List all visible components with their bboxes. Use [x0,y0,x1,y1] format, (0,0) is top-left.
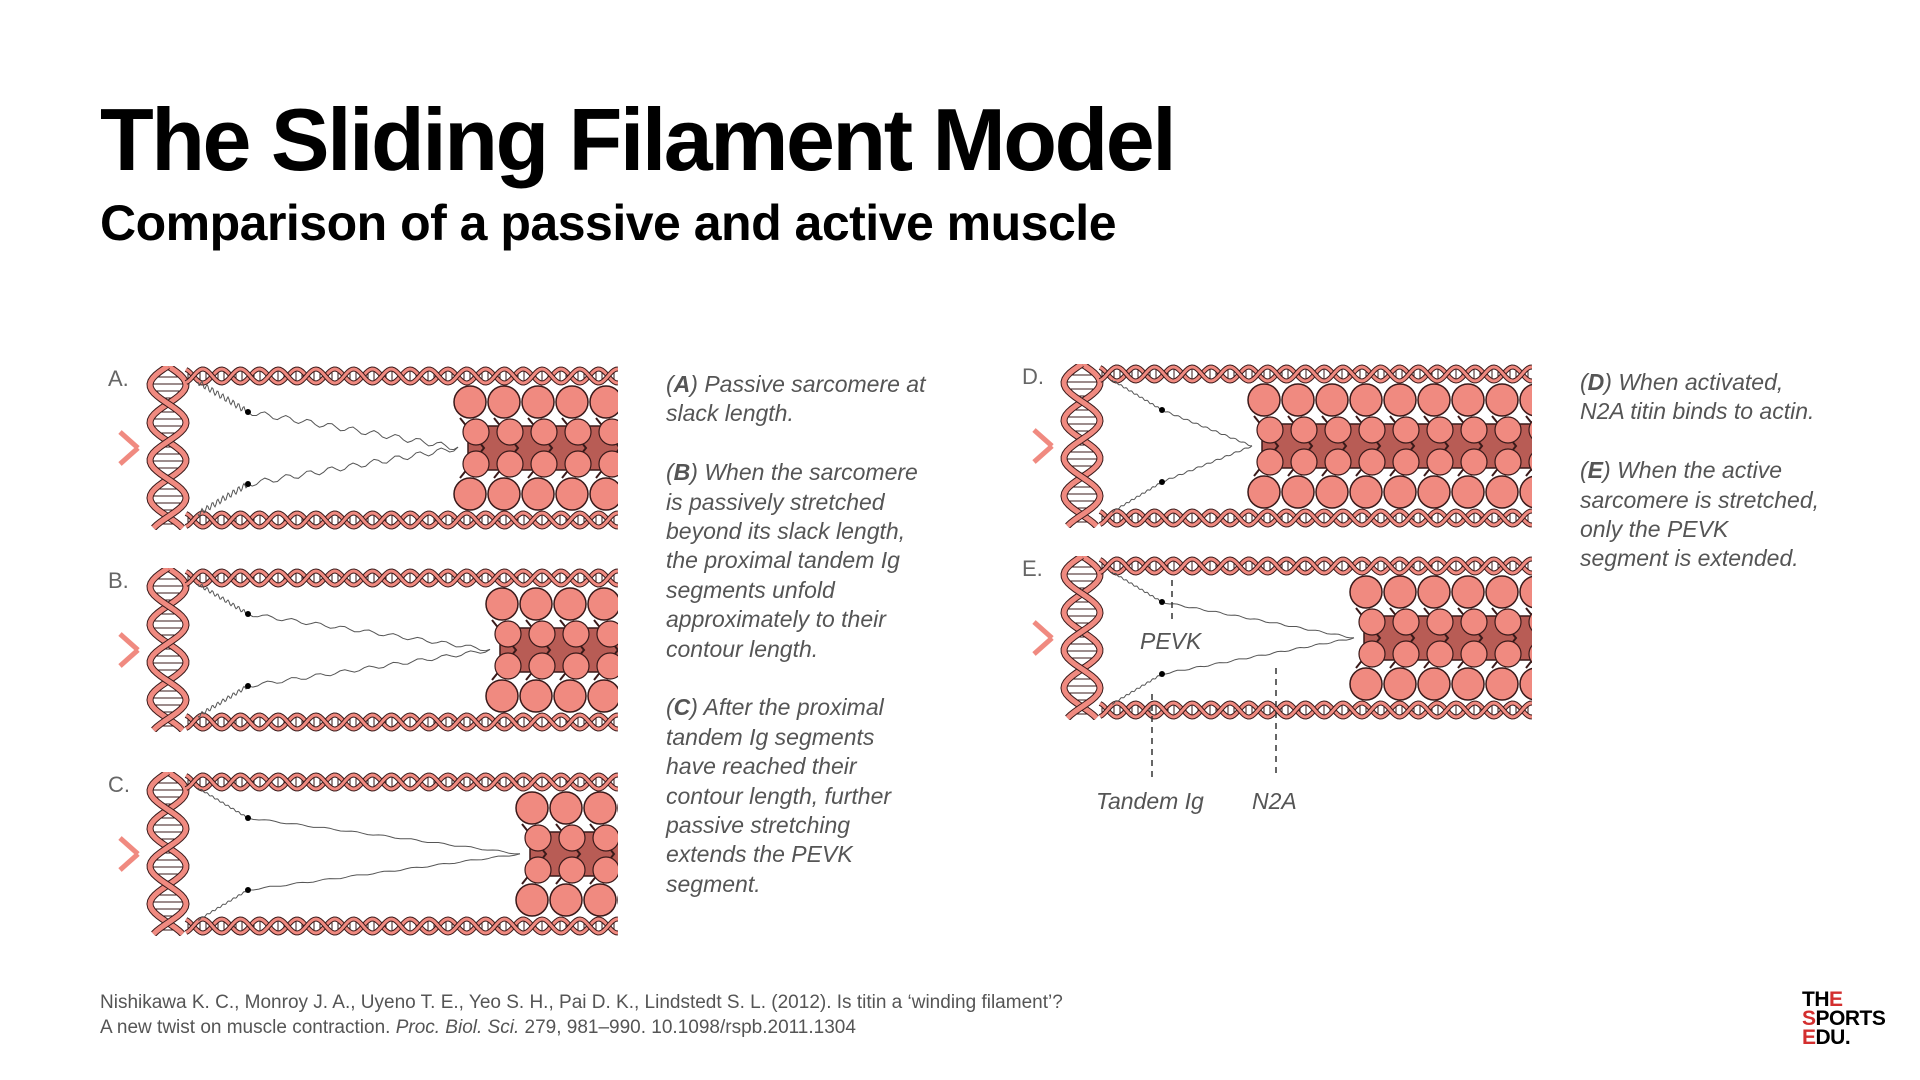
z-disc [118,366,190,530]
annotation-n2a: N2A [1252,788,1297,814]
thick-filament [515,791,618,917]
citation: Nishikawa K. C., Monroy J. A., Uyeno T. … [100,990,1063,1040]
panel-label: A. [108,366,129,391]
thick-filament [453,385,618,511]
brand-logo: THE SPORTS EDU. [1802,988,1886,1049]
annotation-tandem-ig: Tandem Ig [1096,788,1204,814]
thin-filament-bottom [184,916,618,936]
thin-filament-top [184,366,618,386]
z-disc [1032,556,1104,720]
description-a: (A) Passive sarcomere at slack length. [666,371,926,427]
z-disc [118,772,190,936]
thin-filament-bottom [184,712,618,732]
thick-filament [1349,575,1532,701]
titin [1111,379,1253,513]
titin [197,583,491,719]
thin-filament-bottom [184,510,618,530]
description-left: (A) Passive sarcomere at slack length. (B… [666,370,926,929]
z-disc [1032,364,1104,528]
sarcomere-svg [1032,364,1532,528]
titin [197,380,459,518]
thick-filament [1247,383,1532,509]
thin-filament-top [1098,364,1532,384]
sarcomere-svg [118,568,618,732]
panel-label: D. [1022,364,1044,389]
thin-filament-bottom [1098,508,1532,528]
thick-filament [485,587,618,713]
annotation-pevk: PEVK [1140,628,1202,654]
panel-label: E. [1022,556,1043,581]
description-e: (E) When the active sarcomere is stretch… [1580,457,1820,572]
thin-filament-top [184,568,618,588]
citation-line-2: A new twist on muscle contraction. Proc.… [100,1017,856,1038]
sarcomere-svg [118,772,618,936]
description-c: (C) After the proximal tandem Ig segment… [666,694,892,897]
description-right: (D) When activated, N2A titin binds to a… [1580,368,1820,603]
description-b: (B) When the sarcomere is passively stre… [666,459,918,662]
sarcomere-svg [118,366,618,530]
thin-filament-top [1098,556,1532,576]
slide-subtitle: Comparison of a passive and active muscl… [100,195,1117,251]
slide-title: The Sliding Filament Model [100,90,1177,189]
panel-label: C. [108,772,130,797]
titin [1111,571,1355,705]
panel-label: B. [108,568,129,593]
sarcomere-svg [1032,556,1532,720]
thin-filament-bottom [1098,700,1532,720]
titin [197,787,521,921]
citation-line-1: Nishikawa K. C., Monroy J. A., Uyeno T. … [100,992,1063,1013]
z-disc [118,568,190,732]
thin-filament-top [184,772,618,792]
description-d: (D) When activated, N2A titin binds to a… [1580,369,1815,425]
